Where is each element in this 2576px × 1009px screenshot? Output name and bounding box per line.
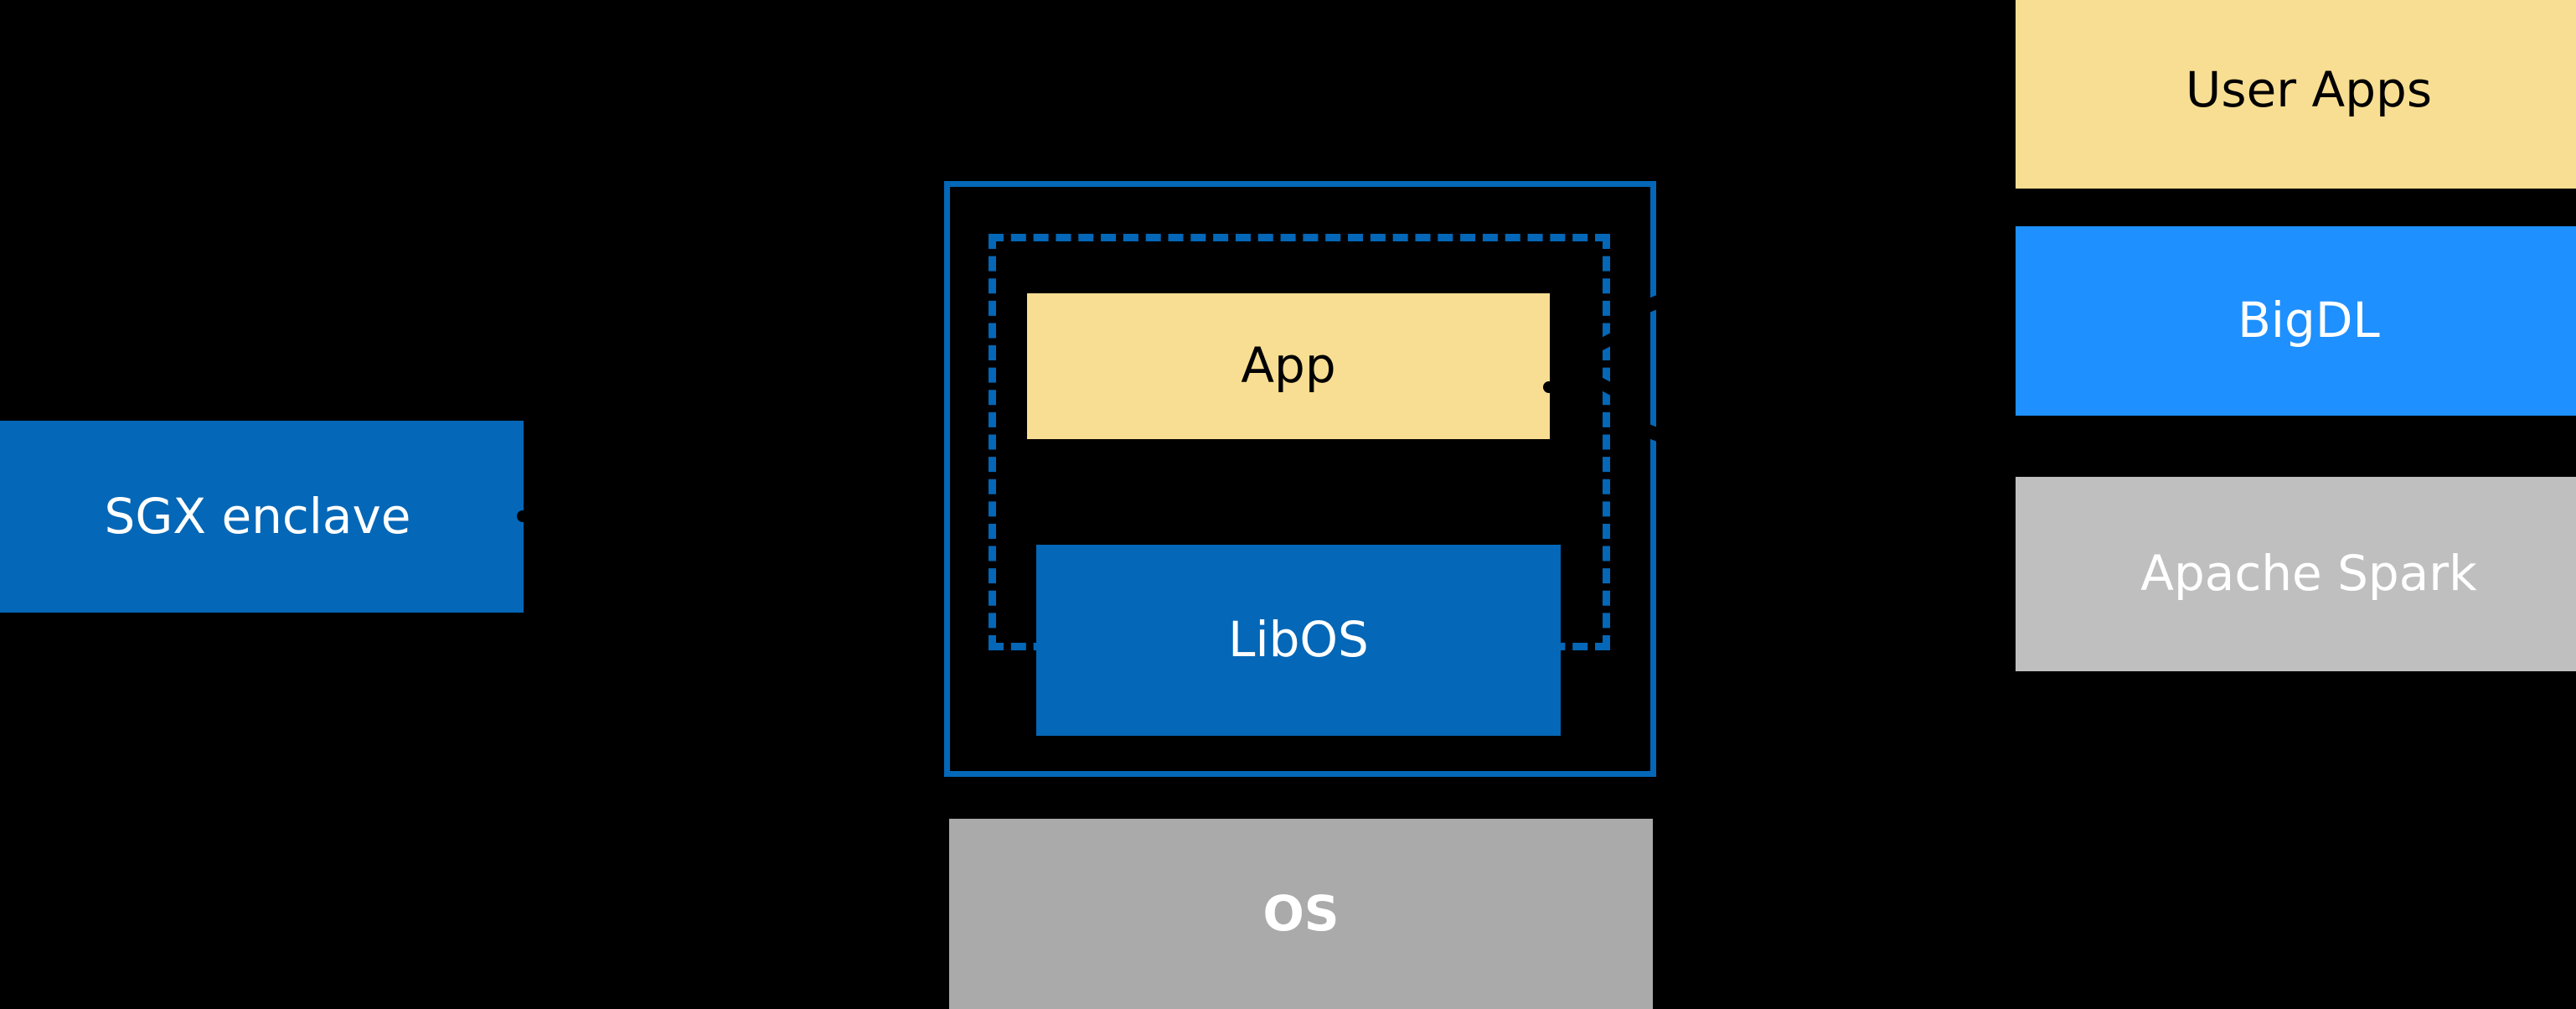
user-apps-box: User Apps [2016,0,2576,189]
connector-endpoint-sgx-icon [517,510,529,522]
apache-spark-label: Apache Spark [2140,545,2477,603]
user-apps-label: User Apps [2185,60,2433,118]
sgx-enclave-box: SGX enclave [0,421,524,613]
enclave-frame-solid [944,181,1656,777]
app-label: App [1241,337,1336,395]
os-box: OS [949,819,1653,1009]
os-label: OS [1262,884,1340,942]
sgx-enclave-label: SGX enclave [104,487,411,545]
libos-label: LibOS [1228,611,1369,669]
apache-spark-box: Apache Spark [2016,477,2576,671]
app-box: App [1027,293,1550,439]
bigdl-box: BigDL [2016,226,2576,416]
libos-box: LibOS [1036,545,1561,736]
connector-endpoint-app-icon [1543,381,1555,393]
bigdl-label: BigDL [2238,292,2380,349]
